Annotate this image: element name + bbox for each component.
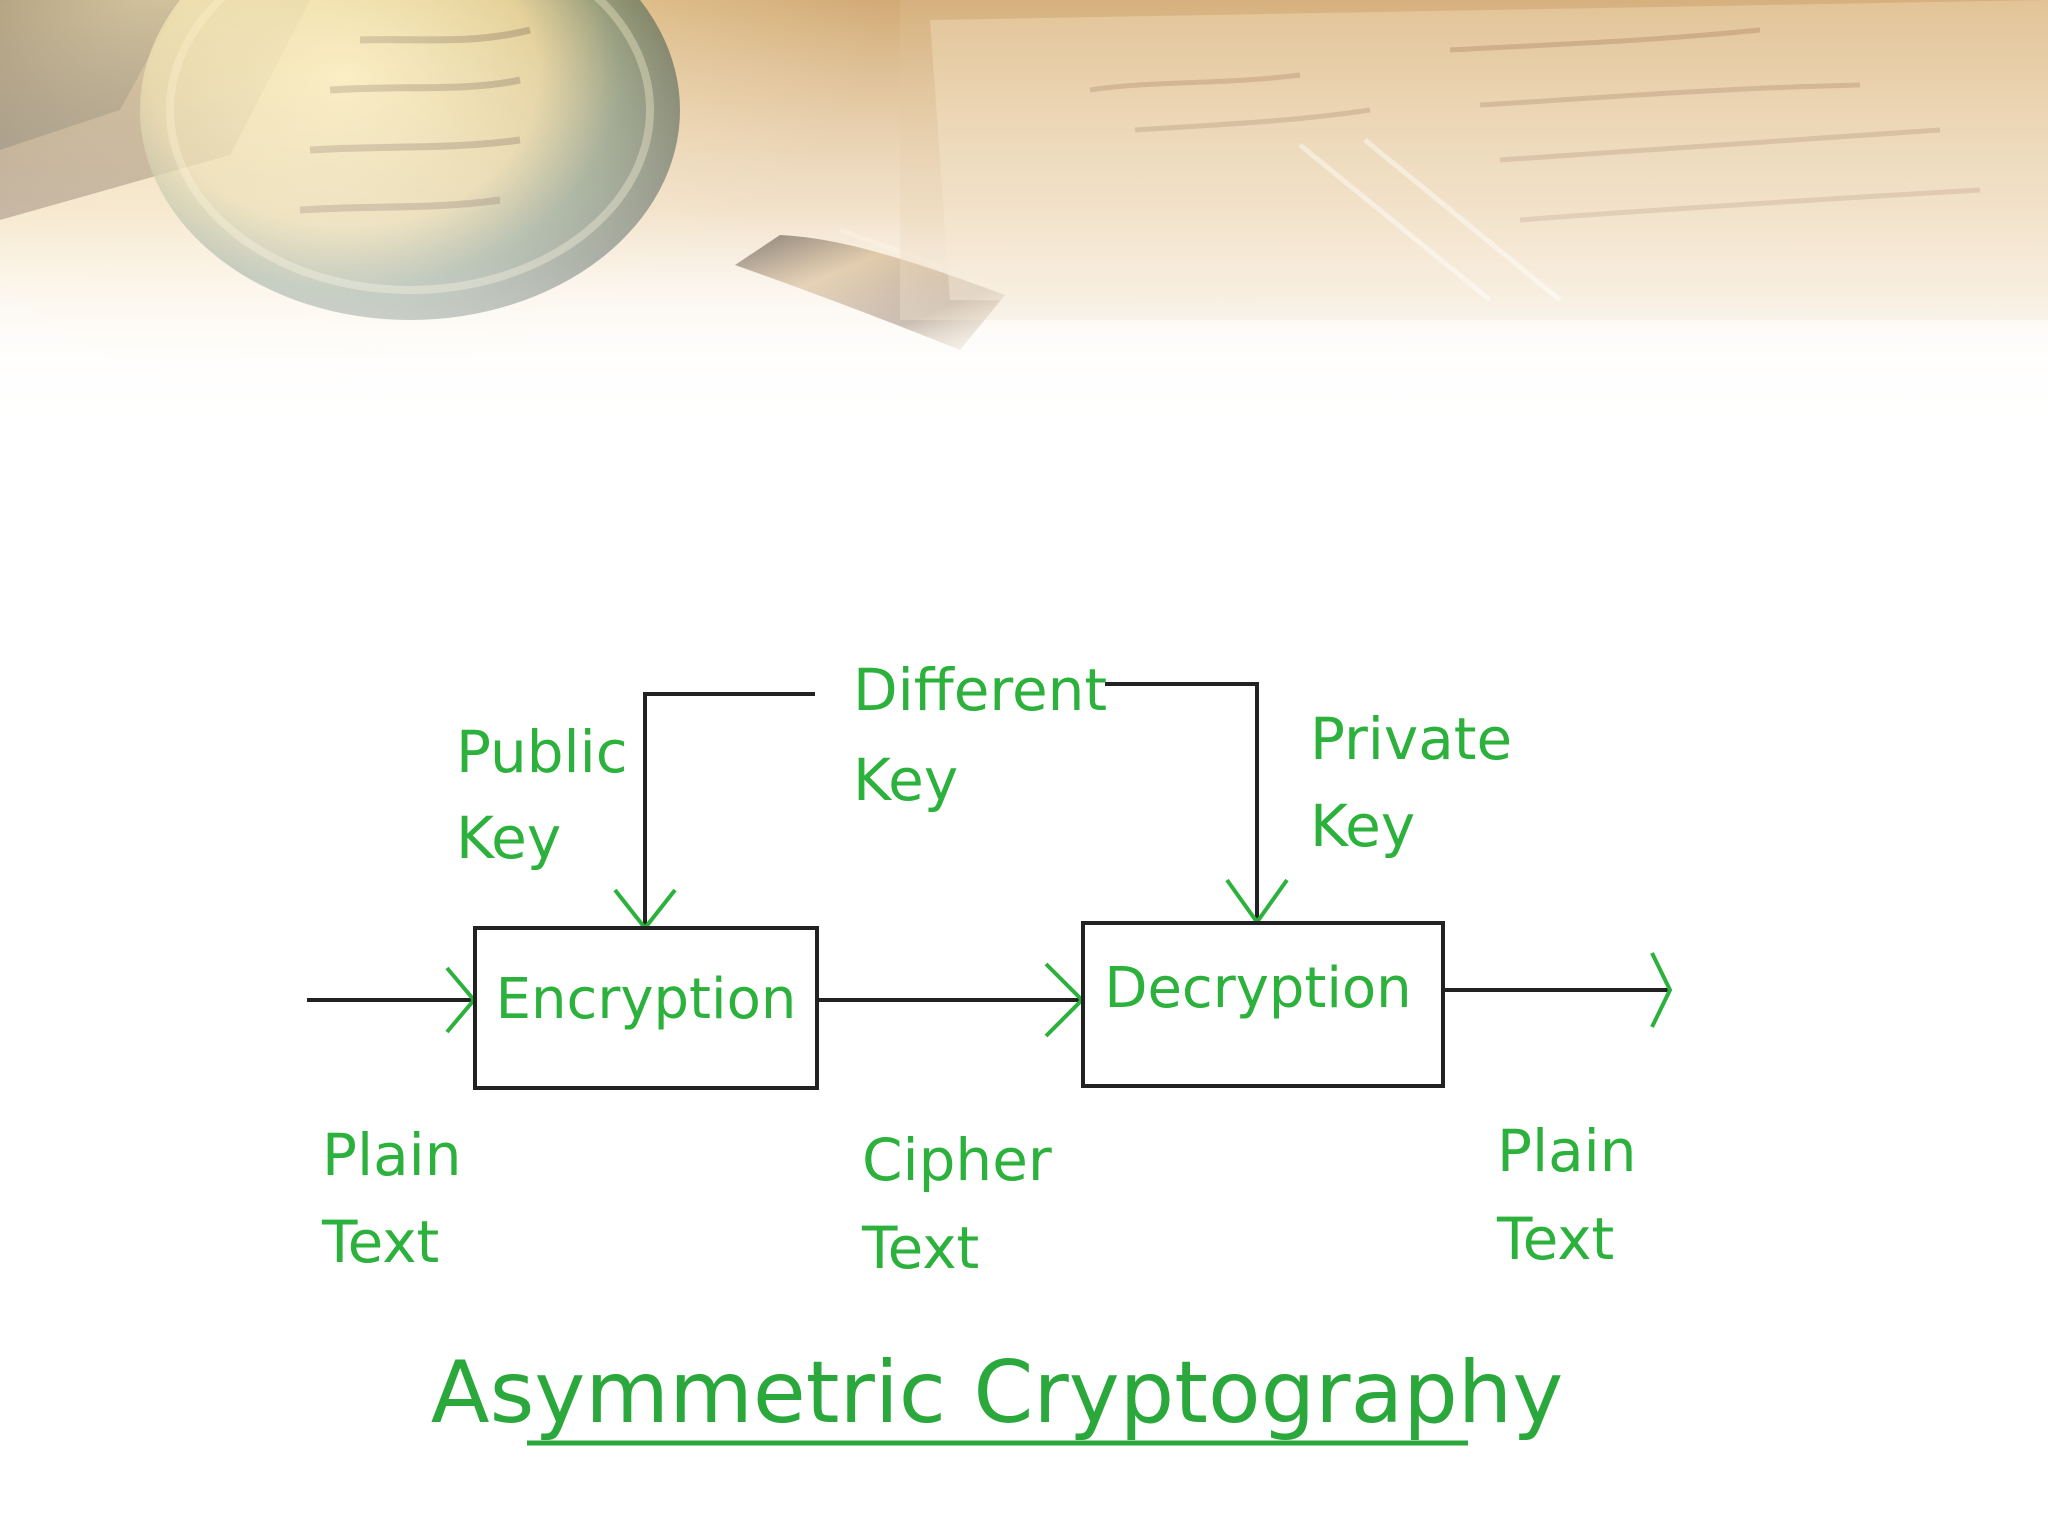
- decryption-label: Decryption: [1104, 956, 1411, 1021]
- private-key-label-line-1: Private: [1310, 705, 1512, 773]
- input-plain-text-line-2: Text: [321, 1208, 439, 1276]
- encryption-label: Encryption: [496, 967, 797, 1032]
- input-plain-text-line-1: Plain: [322, 1121, 462, 1189]
- public-key-label-line-2: Key: [456, 804, 561, 872]
- cipher-text-line-2: Text: [861, 1214, 979, 1282]
- diagram-title-group: Asymmetric Cryptography: [431, 1343, 1563, 1443]
- different-key-label-line-2: Key: [853, 746, 958, 814]
- public-key-connector: [645, 694, 815, 925]
- output-plain-text-line-2: Text: [1496, 1205, 1614, 1273]
- cipher-text-line-1: Cipher: [862, 1126, 1052, 1194]
- output-plain-text-line-1: Plain: [1497, 1117, 1637, 1185]
- different-key-label-line-1: Different: [853, 656, 1107, 724]
- public-key-label-line-1: Public: [456, 718, 628, 786]
- process-nodes: Encryption Decryption: [475, 923, 1443, 1088]
- diagram-title: Asymmetric Cryptography: [431, 1343, 1563, 1443]
- private-key-label-line-2: Key: [1310, 792, 1415, 860]
- key-arrowheads: [615, 880, 1287, 928]
